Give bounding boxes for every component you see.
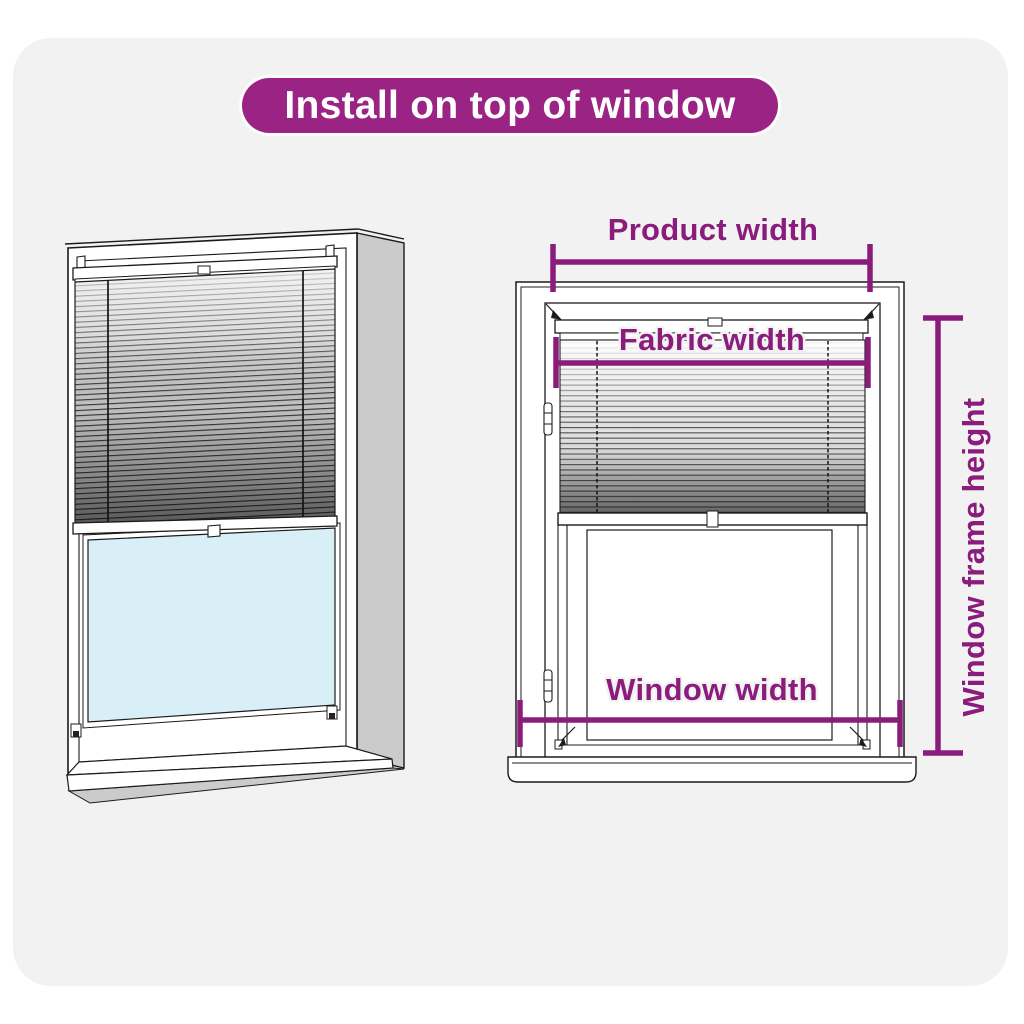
measurements: Product width Fabric width Window width … <box>517 210 994 756</box>
blind-fabric <box>559 339 866 516</box>
title-banner: Install on top of window <box>242 78 778 133</box>
window-sill <box>507 756 917 783</box>
window-3d-illustration <box>64 228 405 804</box>
window-measurement-diagram: Product width Fabric width Window width … <box>507 210 994 783</box>
top-mounting-brackets <box>545 303 880 320</box>
blind-bottom-rail <box>72 515 338 538</box>
blind-bottom-rail <box>557 510 868 528</box>
blind-headrail <box>554 317 869 341</box>
window-glass <box>82 522 341 729</box>
window-sill <box>65 745 394 792</box>
cord-clip <box>707 317 723 327</box>
fabric-width-label: Fabric width <box>619 322 805 357</box>
window-depth-walls <box>64 228 405 804</box>
lower-sash <box>557 525 868 746</box>
sash-corner-brackets <box>70 705 338 738</box>
fabric-width-measure <box>553 337 871 388</box>
rail-handle <box>706 510 719 528</box>
product-width-measure <box>550 244 873 292</box>
bottom-mounting-brackets <box>554 726 871 750</box>
window-frame-height-measure <box>923 315 963 756</box>
window-frame-height-label: Window frame height <box>956 398 991 717</box>
window-width-measure <box>517 700 903 747</box>
blind-fabric <box>74 268 336 524</box>
title-banner-label: Install on top of window <box>284 83 736 127</box>
product-width-label: Product width <box>608 212 819 247</box>
cord-clip <box>197 265 211 275</box>
window-hinges <box>543 402 553 703</box>
rail-handle <box>207 524 221 538</box>
window-width-label: Window width <box>606 672 818 707</box>
